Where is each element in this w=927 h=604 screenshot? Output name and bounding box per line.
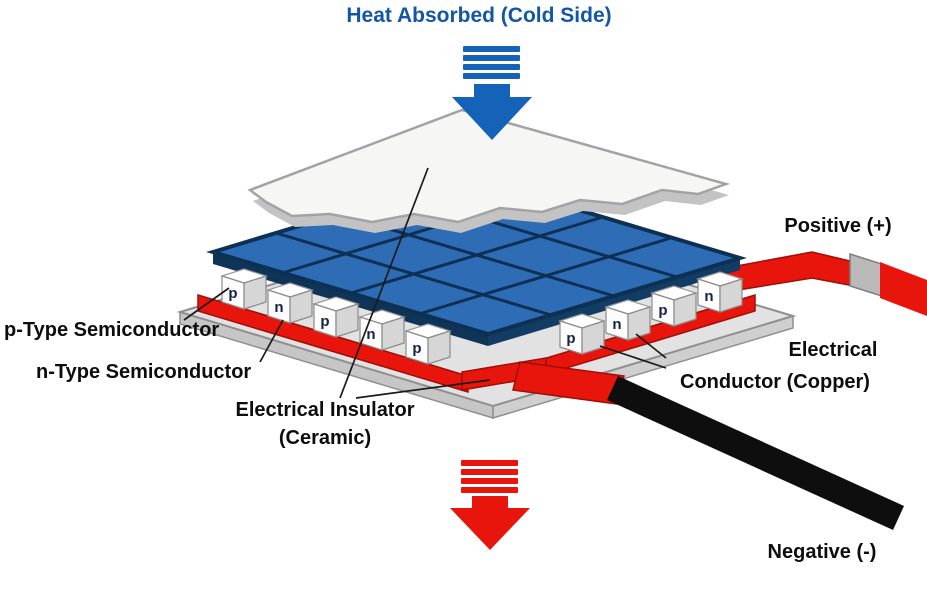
cube-side-face — [289, 289, 313, 324]
arrow-bar — [461, 469, 518, 475]
positive-wire — [880, 262, 927, 316]
label-n-type: n-Type Semiconductor — [36, 361, 251, 383]
cube-side-face — [243, 275, 267, 310]
semiconductor-cube: n — [696, 271, 744, 313]
semiconductor-cube: p — [312, 296, 360, 338]
label-conductor-line2: Conductor (Copper) — [680, 371, 870, 393]
semiconductor-cube: p — [220, 268, 268, 310]
tile-grid-front-right-face — [488, 258, 740, 346]
semiconductor-cubes: p n p n p — [220, 268, 744, 365]
label-p-type: p-Type Semiconductor — [4, 319, 219, 341]
cube-letter: n — [612, 316, 621, 333]
top-plate-surface — [247, 108, 731, 224]
cube-side-face — [427, 330, 451, 365]
semiconductor-cube: p — [558, 313, 606, 355]
arrow-bar — [463, 73, 520, 79]
cube-letter: p — [412, 340, 421, 357]
cube-letter: p — [658, 302, 667, 319]
tile-grid-front-left-face — [213, 252, 488, 346]
semiconductor-cube: n — [266, 282, 314, 324]
cube-letter: n — [366, 326, 375, 343]
callout-line-conductor-a — [635, 333, 667, 359]
arrow-head — [452, 84, 532, 140]
cube-letter: n — [274, 299, 283, 316]
diagram-title: Heat Absorbed (Cold Side) — [346, 4, 611, 27]
arrow-bar — [463, 46, 520, 52]
label-insulator-line2: (Ceramic) — [279, 427, 371, 449]
callout-line-n-type — [259, 319, 284, 363]
arrow-bar — [463, 55, 520, 61]
callout-line-conductor-b — [599, 345, 667, 369]
callout-line-p-type — [183, 287, 230, 321]
cube-letter: n — [704, 288, 713, 305]
label-positive: Positive (+) — [784, 215, 891, 237]
callout-line-insulator-top — [339, 167, 429, 399]
arrow-bar — [463, 64, 520, 70]
cube-side-face — [719, 278, 743, 313]
negative-wire — [607, 376, 904, 530]
top-ceramic-plate — [247, 108, 731, 233]
cube-side-face — [381, 316, 405, 351]
cube-letter: p — [566, 330, 575, 347]
cube-side-face — [335, 303, 359, 338]
arrow-bar — [461, 460, 518, 466]
cold-side-arrow-icon — [452, 46, 532, 140]
semiconductor-cube: n — [358, 309, 406, 351]
semiconductor-cube: n — [604, 299, 652, 341]
arrow-bar — [461, 478, 518, 484]
arrow-bar — [461, 487, 518, 493]
cube-side-face — [673, 292, 697, 327]
tile-grid-line — [418, 236, 672, 316]
cube-letter: p — [320, 313, 329, 330]
callout-line-insulator-bottom — [355, 379, 491, 399]
label-negative: Negative (-) — [768, 541, 877, 563]
cube-side-face — [627, 306, 651, 341]
cube-letter: p — [228, 285, 237, 302]
label-insulator-line1: Electrical Insulator — [236, 399, 415, 421]
semiconductor-cube: p — [650, 285, 698, 327]
label-conductor-line1: Electrical — [789, 339, 878, 361]
arrow-head — [450, 496, 530, 550]
copper-conductors — [197, 251, 855, 405]
callout-lines — [183, 167, 667, 399]
tile-grid-line — [350, 215, 604, 295]
semiconductor-cube: p — [404, 323, 452, 365]
hot-side-arrow-icon — [450, 460, 530, 550]
